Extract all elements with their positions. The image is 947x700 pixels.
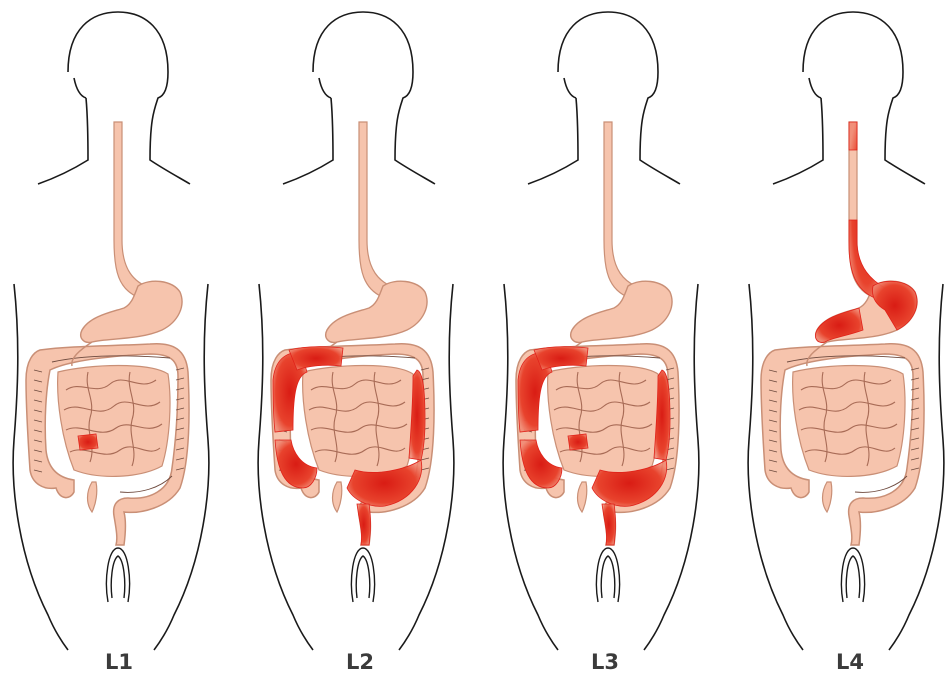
panel-label-l4: L4	[810, 650, 890, 674]
crotch-outline	[596, 548, 619, 602]
panel-label-l3: L3	[565, 650, 645, 674]
appendix	[88, 482, 97, 512]
inflamed-terminal-ileum	[78, 434, 98, 450]
appendix	[823, 482, 832, 512]
panel-label-l1: L1	[79, 650, 159, 674]
inflamed-rectum	[602, 504, 616, 545]
inflamed-terminal-ileum	[568, 434, 588, 450]
body-figure-1	[13, 12, 209, 650]
crotch-outline	[351, 548, 374, 602]
panel-label-l2: L2	[320, 650, 400, 674]
appendix	[578, 482, 587, 512]
inflamed-rectum	[357, 504, 371, 545]
crotch-outline	[841, 548, 864, 602]
appendix	[333, 482, 342, 512]
esophagus	[359, 122, 395, 298]
body-figure-3	[503, 12, 699, 650]
esophagus	[604, 122, 640, 298]
body-figure-2	[258, 12, 454, 650]
crotch-outline	[106, 548, 129, 602]
esophagus	[114, 122, 150, 298]
body-figure-4	[748, 12, 944, 650]
